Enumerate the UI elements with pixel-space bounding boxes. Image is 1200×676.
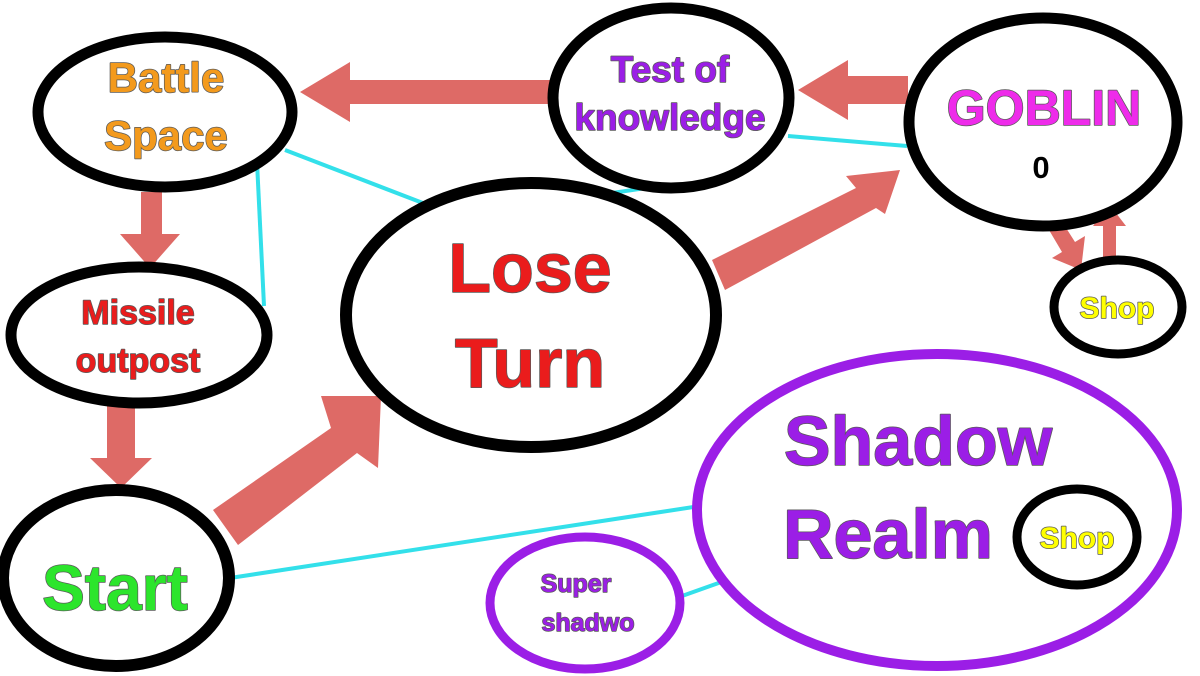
node-goblin[interactable]: GOBLIN 0 xyxy=(903,12,1183,232)
node-goblin-outline xyxy=(903,12,1183,232)
node-shadow-realm[interactable]: Shadow Realm xyxy=(692,349,1182,671)
connector-test-of-knowledge-goblin xyxy=(787,134,908,148)
node-super-shadow[interactable]: Super shadwo xyxy=(485,532,685,674)
node-start[interactable]: Start xyxy=(0,484,235,672)
goblin-counter: 0 xyxy=(1032,150,1049,185)
node-shop-shadow[interactable]: Shop xyxy=(1012,484,1142,590)
node-test-of-knowledge-outline xyxy=(547,2,795,194)
node-super-shadow-label-line2: shadwo xyxy=(541,609,634,637)
node-super-shadow-outline xyxy=(485,532,685,674)
node-shop-shadow-outline xyxy=(1012,484,1142,590)
node-battle-space-label-line2: Space xyxy=(104,112,228,159)
node-shop-goblin-label: Shop xyxy=(1080,292,1155,325)
connector-battle-space-lose-turn xyxy=(284,148,429,207)
node-shop-goblin[interactable]: Shop xyxy=(1049,255,1187,359)
node-start-outline xyxy=(0,484,235,672)
arrow-goblin-to-shop xyxy=(1049,220,1085,270)
node-test-of-knowledge[interactable]: Test of knowledge xyxy=(547,2,795,194)
arrow-test-of-knowledge-to-battle-space xyxy=(300,62,553,122)
node-lose-turn-label-line2: Turn xyxy=(455,324,605,402)
node-lose-turn[interactable]: Lose Turn xyxy=(340,177,722,453)
arrow-start-to-lose-turn xyxy=(213,396,381,545)
node-battle-space[interactable]: Battle Space xyxy=(32,31,298,193)
node-missile-outpost-label-line1: Missile xyxy=(81,294,194,332)
node-missile-outpost[interactable]: Missile outpost xyxy=(5,261,273,409)
connector-start-shadow-realm xyxy=(229,504,701,580)
node-shadow-realm-outline xyxy=(692,349,1182,671)
arrow-missile-outpost-to-start xyxy=(90,405,152,488)
node-shop-shadow-label: Shop xyxy=(1040,522,1115,555)
node-battle-space-outline xyxy=(32,31,298,193)
node-shop-goblin-outline xyxy=(1049,255,1187,359)
node-super-shadow-label-line1: Super xyxy=(541,570,612,598)
node-goblin-label: GOBLIN xyxy=(947,80,1141,136)
node-missile-outpost-label-line2: outpost xyxy=(76,342,201,380)
node-lose-turn-outline xyxy=(340,177,722,453)
node-test-of-knowledge-label-line1: Test of xyxy=(611,49,730,90)
node-missile-outpost-outline xyxy=(5,261,273,409)
arrow-battle-space-to-missile-outpost xyxy=(120,192,180,268)
connector-battle-space-missile-outpost xyxy=(255,161,266,307)
arrow-goblin-to-test-of-knowledge xyxy=(798,60,908,120)
node-lose-turn-label-line1: Lose xyxy=(448,229,611,307)
node-battle-space-label-line1: Battle xyxy=(108,54,225,101)
arrows xyxy=(90,60,1126,545)
node-shadow-realm-label-line1: Shadow xyxy=(784,402,1053,480)
node-test-of-knowledge-label-line2: knowledge xyxy=(574,97,765,138)
node-shadow-realm-label-line2: Realm xyxy=(783,495,993,573)
node-start-label: Start xyxy=(42,552,188,624)
arrow-lose-turn-to-goblin xyxy=(712,170,900,290)
